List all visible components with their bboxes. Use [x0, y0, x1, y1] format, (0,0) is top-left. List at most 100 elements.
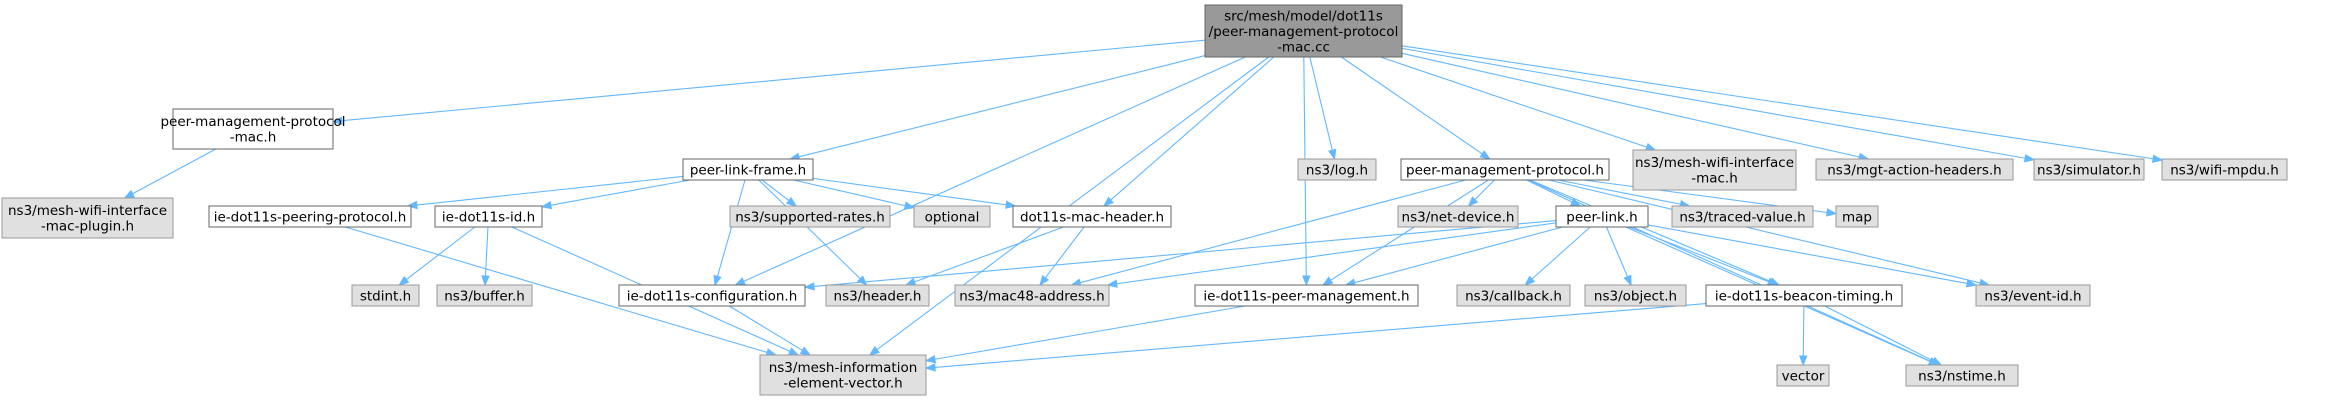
node-box	[1975, 284, 2091, 307]
node-box	[618, 284, 806, 307]
node-ie-configuration-h[interactable]: ie-dot11s-configuration.h	[618, 284, 806, 307]
node-supported-rates-h[interactable]: ns3/supported-rates.h	[729, 205, 891, 228]
edge-pmp_mac_h-to-mesh_wifi_iface_mac_plugin_h	[123, 148, 217, 199]
arrowhead-icon	[924, 363, 936, 372]
edge-root-to-pmp_mac_h	[331, 39, 1206, 125]
arrowhead-icon	[1328, 148, 1337, 161]
node-mgt-action-headers-h[interactable]: ns3/mgt-action-headers.h	[1815, 158, 2014, 181]
arrowhead-icon	[406, 200, 418, 210]
edge-root-to-peer_link_frame_h	[788, 55, 1206, 161]
node-label: ns3/net-device.h	[1402, 209, 1515, 225]
node-ie-id-h[interactable]: ie-dot11s-id.h	[434, 205, 543, 228]
edge-ie_beacon_timing_h-to-nstime_h	[1824, 305, 1943, 366]
edge-line	[1647, 224, 1968, 284]
edge-line	[1079, 179, 1466, 284]
edge-root-to-pmp_h	[1341, 56, 1491, 160]
node-label: -mac.cc	[1277, 39, 1330, 55]
node-box	[1905, 364, 2019, 387]
edge-ie_beacon_timing_h-to-vector	[1799, 305, 1808, 367]
edge-line	[1548, 179, 1981, 284]
arrowhead-icon	[1799, 355, 1808, 367]
node-box	[1835, 205, 1879, 228]
edge-line	[1557, 179, 1681, 205]
edge-peer_link_frame_h-to-supported_rates_h	[761, 179, 798, 207]
arrowhead-icon	[856, 275, 868, 286]
arrowhead-icon	[1102, 196, 1114, 207]
edge-ie_peer_management_h-to-mesh_info_element_vector_h	[924, 305, 1246, 364]
node-event-id-h[interactable]: ns3/event-id.h	[1975, 284, 2091, 307]
node-label: ns3/header.h	[834, 288, 922, 304]
edge-root-to-log_h	[1309, 56, 1337, 161]
edge-root-to-wifi_mpdu_h	[1401, 45, 2164, 163]
arrowhead-icon	[2023, 153, 2036, 163]
node-object-h[interactable]: ns3/object.h	[1584, 284, 1687, 307]
edge-line	[416, 175, 684, 206]
node-header-h[interactable]: ns3/header.h	[825, 284, 930, 307]
node-box	[1012, 205, 1172, 228]
arrowhead-icon	[1106, 279, 1118, 288]
edge-line	[1044, 226, 1085, 279]
node-box	[759, 354, 927, 396]
node-mac48-address-h[interactable]: ns3/mac48-address.h	[954, 284, 1110, 307]
edge-pmp_h-to-ie_peer_management_h	[1321, 179, 1489, 286]
edge-mac_header_h-to-mac48_address_h	[1039, 226, 1085, 287]
node-mac-header-h[interactable]: dot11s-mac-header.h	[1012, 205, 1172, 228]
node-box	[351, 284, 420, 307]
arrowhead-icon	[803, 282, 815, 291]
arrowhead-icon	[868, 345, 880, 356]
node-simulator-h[interactable]: ns3/simulator.h	[2033, 158, 2145, 181]
arrowhead-icon	[1467, 196, 1479, 207]
node-ie-peering-protocol-h[interactable]: ie-dot11s-peering-protocol.h	[208, 205, 412, 228]
node-box	[1400, 158, 1610, 181]
node-stdint-h[interactable]: stdint.h	[351, 284, 420, 307]
edge-line	[1531, 226, 1591, 280]
edge-line	[914, 226, 1064, 283]
node-box	[1555, 205, 1649, 228]
edge-line	[716, 179, 746, 277]
node-net-device-h[interactable]: ns3/net-device.h	[1397, 205, 1519, 228]
arrowhead-icon	[540, 200, 553, 210]
arrowhead-icon	[713, 274, 722, 287]
node-map[interactable]: map	[1835, 205, 1879, 228]
edge-line	[812, 177, 1007, 206]
node-mesh-info-element-vector-h[interactable]: ns3/mesh-information-element-vector.h	[759, 354, 927, 396]
node-pmp-h[interactable]: peer-management-protocol.h	[1400, 158, 1610, 181]
node-vector[interactable]: vector	[1776, 364, 1830, 387]
node-label: -element-vector.h	[783, 376, 902, 392]
edge-line	[1309, 56, 1333, 151]
node-box	[1632, 149, 1797, 191]
node-optional[interactable]: optional	[913, 205, 991, 228]
node-mesh-wifi-iface-mac-plugin-h[interactable]: ns3/mesh-wifi-interface-mac-plugin.h	[1, 197, 174, 239]
edge-line	[934, 303, 1707, 368]
node-buffer-h[interactable]: ns3/buffer.h	[436, 284, 533, 307]
edge-peer_link_frame_h-to-optional	[793, 179, 916, 210]
node-callback-h[interactable]: ns3/callback.h	[1456, 284, 1571, 307]
node-pmp-mac-h[interactable]: peer-management-protocol-mac.h	[160, 108, 346, 150]
node-peer-link-frame-h[interactable]: peer-link-frame.h	[682, 158, 814, 181]
edge-line	[1401, 45, 2154, 160]
edge-line	[1529, 179, 1772, 283]
node-mesh-wifi-iface-mac-h[interactable]: ns3/mesh-wifi-interface-mac.h	[1632, 149, 1797, 191]
node-label: ns3/event-id.h	[1984, 288, 2081, 304]
node-label: ns3/wifi-mpdu.h	[2170, 162, 2279, 178]
node-peer-link-h[interactable]: peer-link.h	[1555, 205, 1649, 228]
edge-line	[341, 39, 1206, 122]
node-wifi-mpdu-h[interactable]: ns3/wifi-mpdu.h	[2161, 158, 2288, 181]
edge-line	[1380, 56, 1648, 148]
node-traced-value-h[interactable]: ns3/traced-value.h	[1671, 205, 1814, 228]
arrowhead-icon	[481, 275, 490, 287]
arrowhead-icon	[734, 277, 746, 286]
node-box	[172, 108, 334, 150]
edge-ie_peering_protocol_h-to-mesh_info_element_vector_h	[345, 226, 778, 357]
arrowhead-icon	[924, 354, 937, 364]
node-ie-beacon-timing-h[interactable]: ie-dot11s-beacon-timing.h	[1705, 284, 1903, 307]
node-log-h[interactable]: ns3/log.h	[1297, 158, 1377, 181]
edge-line	[758, 179, 861, 280]
edge-line	[345, 226, 768, 353]
node-ie-peer-management-h[interactable]: ie-dot11s-peer-management.h	[1194, 284, 1419, 307]
node-label: ns3/object.h	[1594, 288, 1677, 304]
arrowhead-icon	[799, 346, 812, 356]
node-nstime-h[interactable]: ns3/nstime.h	[1905, 364, 2019, 387]
edge-line	[1116, 222, 1557, 285]
edge-peer_link_frame_h-to-ie_id_h	[540, 179, 691, 210]
